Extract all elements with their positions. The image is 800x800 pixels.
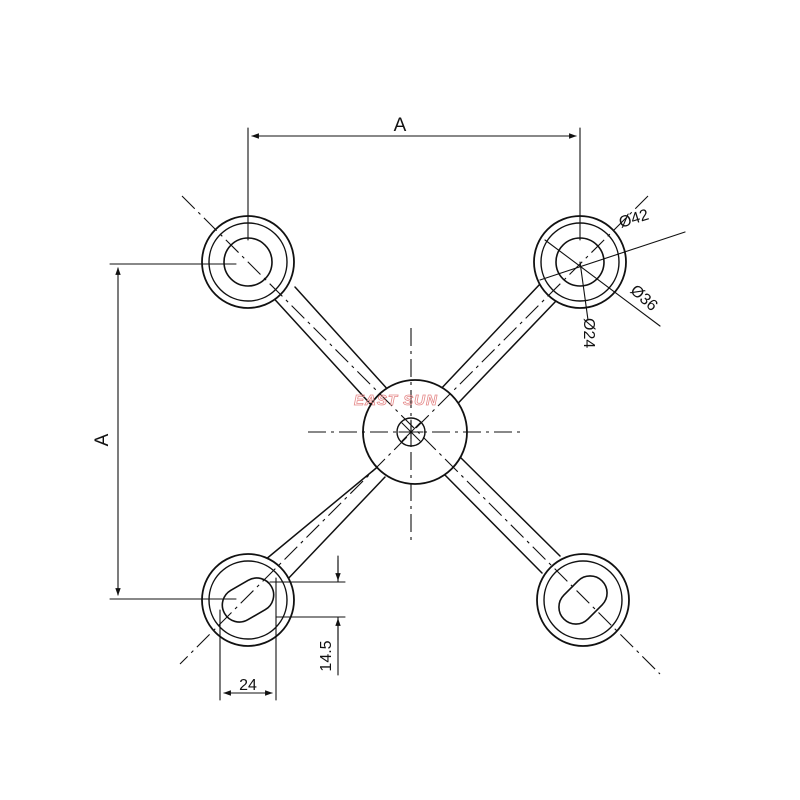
spider-arms: [264, 283, 561, 583]
center-lines: [179, 195, 661, 675]
hub-bottom-left: [201, 553, 295, 647]
slot-width-label: 24: [239, 677, 257, 694]
dimension-a-vertical-label: A: [92, 433, 113, 446]
dimension-a-horizontal-label: A: [394, 115, 407, 136]
hub-bottom-right: [536, 553, 630, 647]
slot-height-label: 14.5: [318, 640, 335, 671]
outer-diameter-label: Ø42: [617, 207, 651, 232]
dimension-a-vertical: A: [92, 263, 237, 600]
slot-dimensions: 24 14.5: [219, 555, 346, 701]
middle-diameter-label: Ø36: [627, 282, 661, 315]
watermark: EAST SUN: [354, 392, 438, 409]
hole-diameter-label: Ø24: [580, 318, 597, 348]
dimension-a-horizontal: A: [247, 115, 581, 241]
